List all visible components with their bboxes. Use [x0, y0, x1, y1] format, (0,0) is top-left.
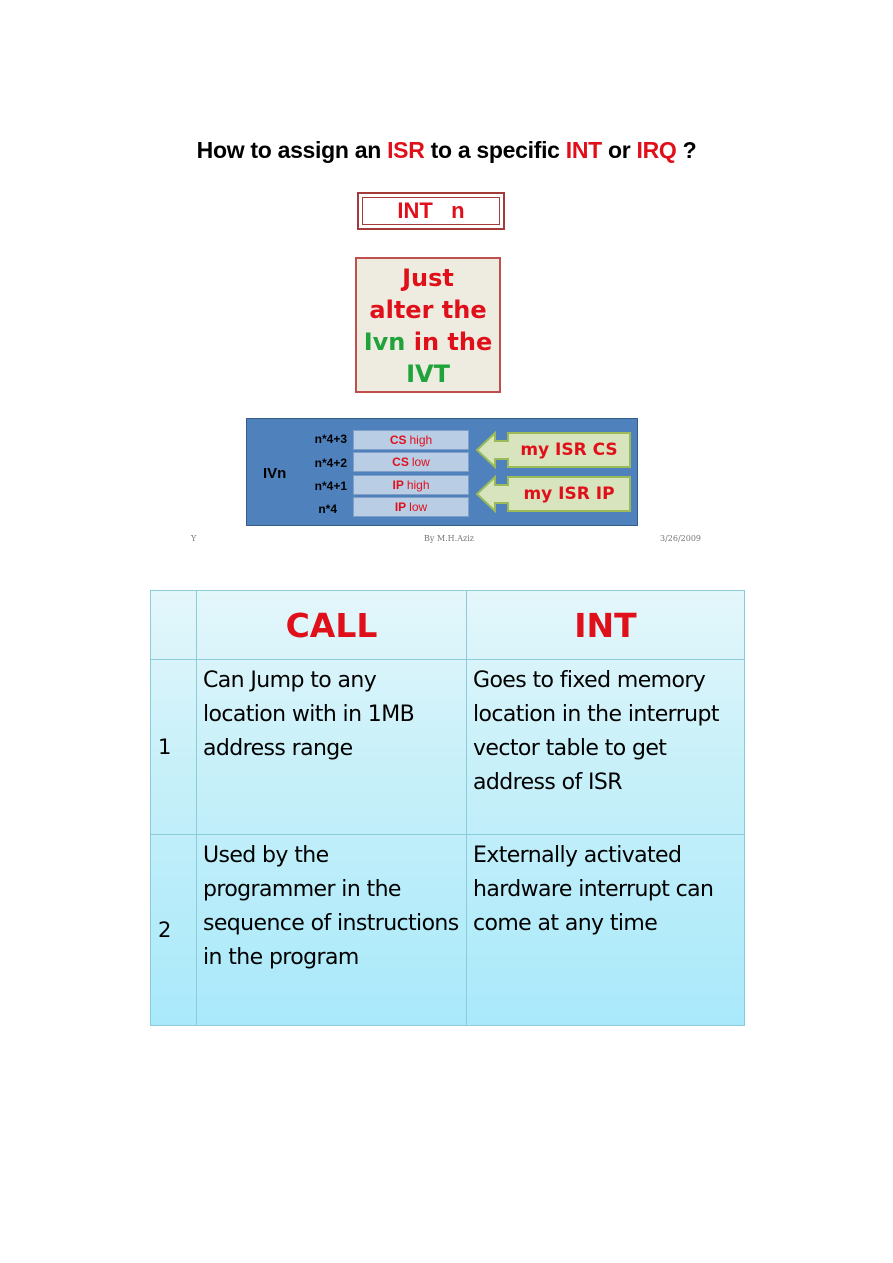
heading-int: INT [565, 137, 602, 163]
left-arrow-icon [475, 431, 631, 469]
row-number: 2 [150, 834, 197, 1026]
left-arrow-icon [475, 475, 631, 513]
arrow-my-isr-ip: my ISR IP [475, 475, 633, 513]
ivt-addr: n*4+2 [314, 456, 347, 470]
heading-text-4: ? [676, 137, 697, 163]
alter-ivn-note: Just alter the Ivn in the IVT [355, 257, 501, 393]
arrow-ip-label: my ISR IP [523, 484, 615, 504]
int-n-box: INT n [357, 192, 505, 230]
heading-text-3: or [601, 137, 637, 163]
ivn-label: IVn [263, 465, 287, 482]
table-header-row: CALL INT [150, 590, 745, 660]
heading-irq: IRQ [636, 137, 677, 163]
call-vs-int-table: CALL INT 1 Can Jump to any location with… [150, 590, 745, 1026]
ivt-addr: n*4 [318, 502, 337, 516]
footer-author: By M.H.Aziz [424, 534, 474, 543]
ivt-addr: n*4+1 [314, 479, 347, 493]
arrow-my-isr-cs: my ISR CS [475, 431, 633, 469]
int-n-label: INT n [362, 197, 500, 225]
table-row: 1 Can Jump to any location with in 1MB a… [150, 659, 745, 835]
footer-date: 3/26/2009 [660, 534, 702, 543]
table-header-call: CALL [196, 590, 467, 660]
alter-line-1: Just [402, 264, 454, 292]
heading-text-2: to a specific [424, 137, 566, 163]
call-cell: Used by the programmer in the sequence o… [196, 834, 467, 1026]
alter-line-3: Ivn in the [357, 326, 499, 358]
table-header-int: INT [466, 590, 745, 660]
row-number: 1 [150, 659, 197, 835]
int-cell: Goes to fixed memory location in the int… [466, 659, 745, 835]
footer-left: Y [191, 534, 197, 543]
table-row: 2 Used by the programmer in the sequence… [150, 834, 745, 1026]
ivt-addr: n*4+3 [314, 432, 347, 446]
call-cell: Can Jump to any location with in 1MB add… [196, 659, 467, 835]
heading-isr: ISR [387, 137, 425, 163]
int-cell: Externally activated hardware interrupt … [466, 834, 745, 1026]
page-heading: How to assign an ISR to a specific INT o… [0, 137, 893, 164]
alter-ivn-word: Ivn [363, 328, 406, 356]
heading-text-1: How to assign an [196, 137, 388, 163]
table-header-blank [150, 590, 197, 660]
alter-line-4: IVT [406, 360, 450, 388]
alter-line-2: alter the [369, 296, 487, 324]
arrow-cs-label: my ISR CS [520, 440, 618, 460]
alter-in-the: in the [405, 328, 493, 356]
